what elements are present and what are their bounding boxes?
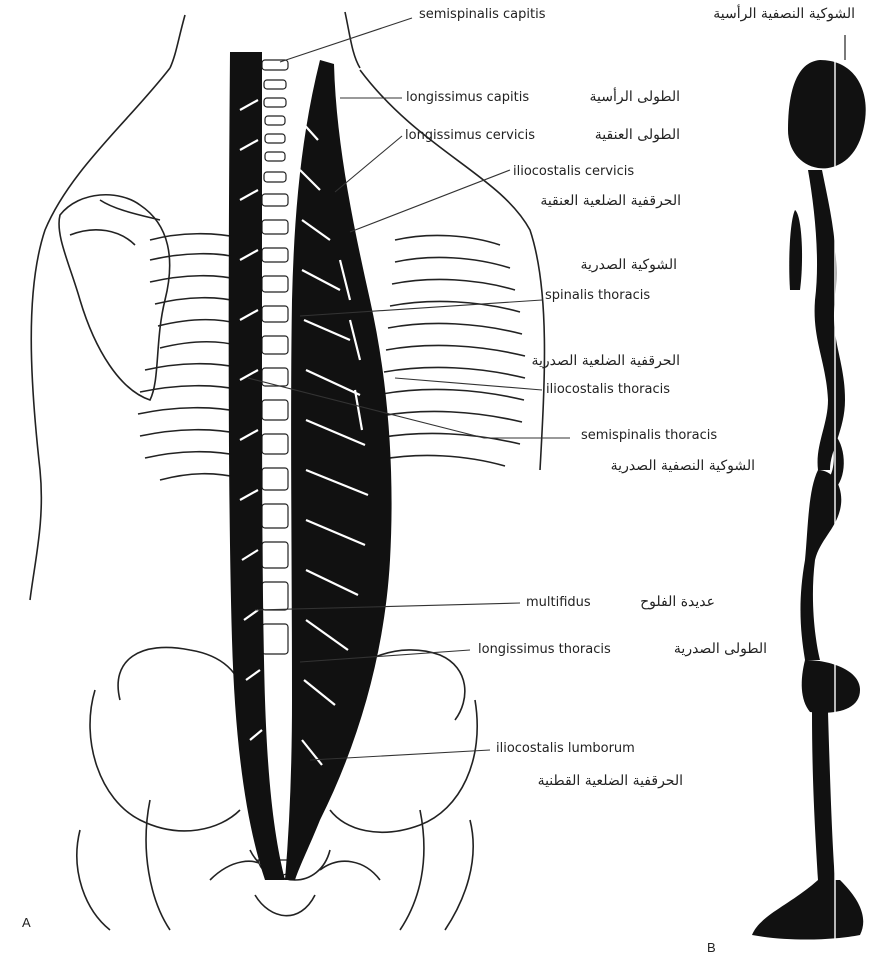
label-iliocostalis-cervicis: iliocostalis cervicis [513,164,634,180]
lateral-silhouette [752,60,866,940]
panel-label-a: A [22,915,31,930]
label-iliocostalis-thoracis: iliocostalis thoracis [546,382,670,398]
label-iliocostalis-lumborum: iliocostalis lumborum [496,741,635,757]
label-longissimus-capitis-ar: الطولى الرأسية [590,88,681,106]
label-iliocostalis-cervicis-ar: الحرقفية الضلعية العنقية [540,192,681,210]
label-semispinalis-thoracis: semispinalis thoracis [581,428,717,444]
label-iliocostalis-lumborum-ar: الحرقفية الضلعية القطنية [538,772,683,790]
label-iliocostalis-thoracis-ar: الحرقفية الضلعية الصدرية [531,352,680,370]
label-multifidus: multifidus [526,595,591,611]
label-spinalis-thoracis-ar: الشوكية الصدرية [580,256,677,274]
label-multifidus-ar: عديدة الفلوح [640,593,715,611]
label-longissimus-cervicis-ar: الطولى العنقية [595,126,680,144]
right-muscle-mass [285,60,392,880]
label-longissimus-cervicis: longissimus cervicis [405,128,535,144]
label-longissimus-capitis: longissimus capitis [406,90,529,106]
label-semispinalis-capitis-ar: الشوكية النصفية الرأسية [713,5,855,23]
label-longissimus-thoracis-ar: الطولى الصدرية [674,640,767,658]
panel-label-b: B [707,940,716,955]
label-longissimus-thoracis: longissimus thoracis [478,642,611,658]
label-semispinalis-capitis: semispinalis capitis [419,7,545,23]
label-semispinalis-thoracis-ar: الشوكية النصفية الصدرية [611,457,755,475]
label-spinalis-thoracis: spinalis thoracis [545,288,650,304]
